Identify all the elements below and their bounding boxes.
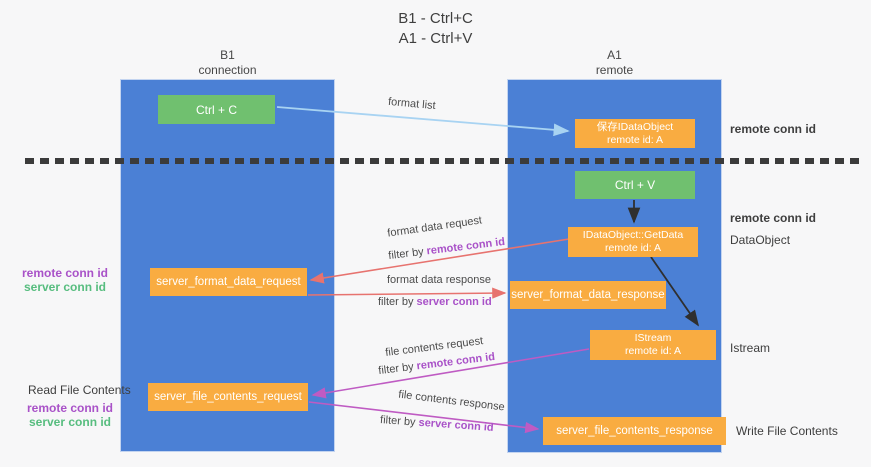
edge-label-filter-server-2: filter by server conn id: [380, 414, 494, 434]
annotation-dataobject: DataObject: [730, 233, 791, 247]
node-istream-line1: IStream: [634, 332, 672, 344]
filter-by-text: filter by: [377, 360, 418, 378]
server-conn-id-text: server conn id: [418, 416, 494, 434]
node-idataobject-getdata: IDataObject::GetData remote id: A: [568, 227, 698, 257]
lane-header-b1: B1 connection: [120, 48, 335, 78]
annotation-server-conn-id-left1: server conn id: [23, 280, 107, 294]
node-ctrl-c: Ctrl + C: [158, 95, 275, 124]
annotation-remote-conn-id-left2: remote conn id: [26, 401, 113, 415]
node-saved-idataobject-line1: 保存IDataObject: [596, 120, 674, 133]
edge-label-format-data-response: format data response: [387, 274, 491, 286]
annotation-write-file-contents: Write File Contents: [736, 424, 838, 438]
edge-label-format-data-request: format data request: [386, 214, 483, 240]
annotation-read-file-contents: Read File Contents: [28, 383, 131, 397]
lane-header-a1: A1 remote: [507, 48, 722, 78]
lane-a1-name: A1: [607, 48, 622, 62]
lane-b1-role: connection: [198, 63, 257, 77]
remote-conn-id-text: remote conn id: [425, 235, 506, 258]
edge-label-filter-remote-1: filter by remote conn id: [388, 236, 506, 262]
annotation-remote-conn-id-top: remote conn id: [730, 122, 817, 136]
node-server-file-contents-request: server_file_contents_request: [148, 383, 308, 411]
annotation-remote-conn-id-mid: remote conn id: [730, 211, 817, 225]
node-server-format-data-request: server_format_data_request: [150, 268, 307, 296]
edge-label-format-list: format list: [387, 95, 437, 113]
node-server-file-contents-response: server_file_contents_response: [543, 417, 726, 445]
filter-by-text: filter by: [378, 296, 417, 308]
remote-conn-id-text: remote conn id: [415, 350, 496, 373]
server-conn-id-text: server conn id: [416, 296, 492, 308]
arrow-format-data-response: [307, 287, 507, 299]
node-getdata-line2: remote id: A: [604, 242, 662, 254]
node-server-format-data-response: server_format_data_response: [510, 281, 666, 309]
node-getdata-line1: IDataObject::GetData: [582, 229, 684, 241]
filter-by-text: filter by: [387, 245, 428, 263]
lane-a1-role: remote: [595, 63, 634, 77]
lane-b1-name: B1: [220, 48, 235, 62]
filter-by-text: filter by: [379, 414, 419, 429]
annotation-conn-ids-file: remote conn id server conn id: [20, 401, 120, 429]
annotation-istream: Istream: [730, 341, 771, 355]
node-saved-idataobject: 保存IDataObject remote id: A: [575, 119, 695, 148]
node-istream-line2: remote id: A: [624, 345, 682, 357]
annotation-conn-ids-format: remote conn id server conn id: [15, 266, 115, 294]
edge-label-file-contents-response: file contents response: [397, 388, 506, 414]
annotation-server-conn-id-left2: server conn id: [28, 415, 112, 429]
diagram-title: B1 - Ctrl+C A1 - Ctrl+V: [0, 9, 871, 49]
node-ctrl-v: Ctrl + V: [575, 171, 695, 199]
node-istream: IStream remote id: A: [590, 330, 716, 360]
annotation-remote-conn-id-left1: remote conn id: [21, 266, 108, 280]
title-line-2: A1 - Ctrl+V: [398, 30, 473, 47]
edge-label-filter-server-1: filter by server conn id: [378, 296, 492, 308]
node-saved-idataobject-line2: remote id: A: [606, 133, 664, 146]
title-line-1: B1 - Ctrl+C: [398, 10, 473, 27]
